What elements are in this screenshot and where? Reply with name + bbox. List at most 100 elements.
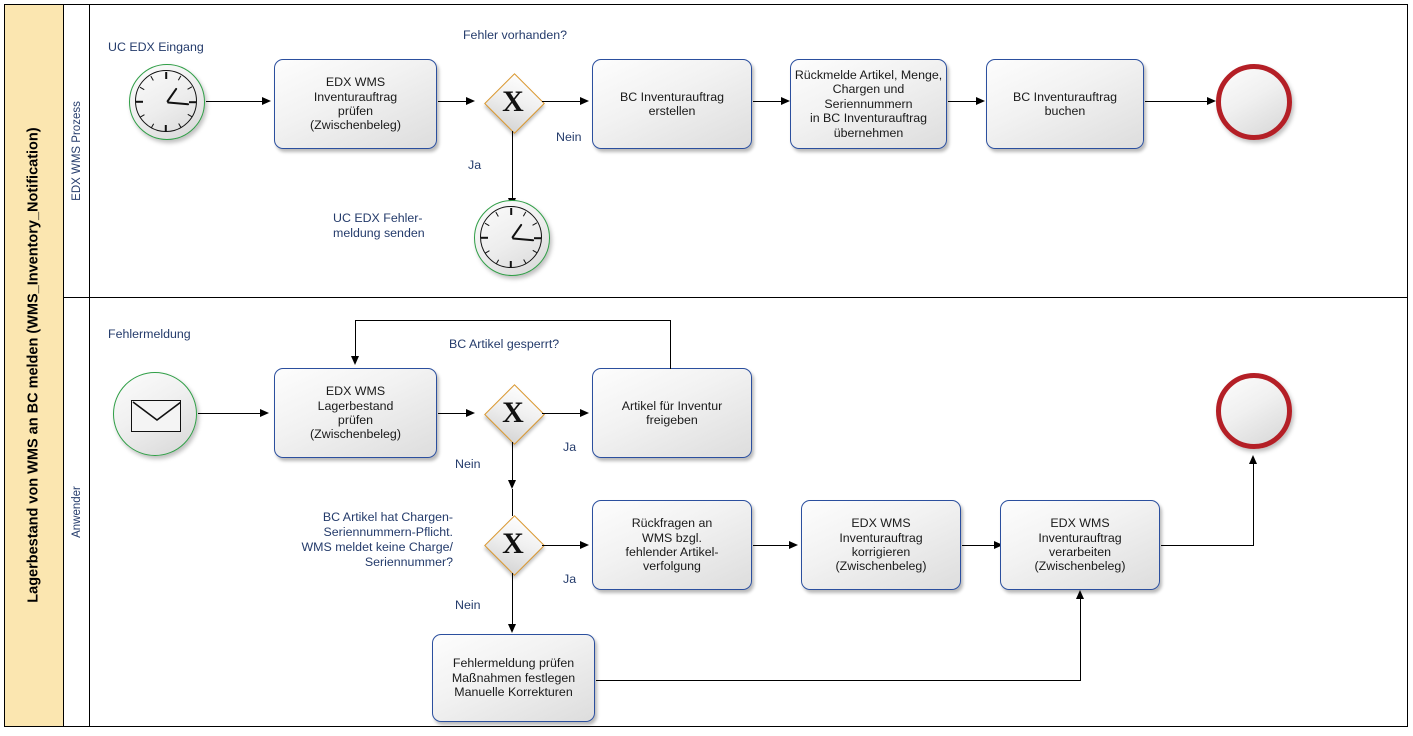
loop-manual-right: [596, 680, 1081, 682]
task-edx-wms-inventurauftrag-verarbeiten[interactable]: EDX WMS Inventurauftrag verarbeiten (Zwi…: [1000, 500, 1160, 590]
clock-tick: [495, 211, 500, 217]
task-edx-wms-lagerbestand-pruefen[interactable]: EDX WMS Lagerbestand prüfen (Zwischenbel…: [274, 368, 437, 458]
clock-tick: [532, 222, 538, 227]
task-rueckmelde-uebernehmen[interactable]: Rückmelde Artikel, Menge, Chargen und Se…: [790, 59, 947, 149]
clock-tick: [177, 75, 182, 81]
lane-divider: [64, 297, 1407, 298]
gateway-label-chargen-seriennummern: BC Artikel hat Chargen- Seriennummern-Pf…: [301, 510, 453, 569]
clock-minute-hand: [511, 237, 535, 241]
clock-tick: [165, 72, 167, 79]
flow-gateway2-no: [512, 573, 514, 631]
clock-tick: [484, 249, 490, 254]
clock-tick: [522, 211, 527, 217]
clock-tick: [510, 261, 512, 268]
task-label: EDX WMS Inventurauftrag prüfen (Zwischen…: [310, 75, 401, 133]
flow-arrow: [994, 541, 1003, 549]
pool-title: Lagerbestand von WMS an BC melden (WMS_I…: [25, 127, 42, 604]
flow-verarbeiten-up: [1253, 462, 1255, 546]
lane-label-anwender: Anwender: [70, 485, 83, 538]
task-bc-inventurauftrag-buchen[interactable]: BC Inventurauftrag buchen: [986, 59, 1144, 149]
gateway-label-bc-artikel-gesperrt: BC Artikel gesperrt?: [449, 337, 560, 351]
flow-arrow: [781, 97, 790, 105]
flow-gateway1-no: [512, 442, 514, 487]
flow-arrow: [580, 409, 589, 417]
exclusive-gateway-x-icon: X: [502, 527, 524, 560]
flow-gateway2-yes: [542, 545, 582, 547]
clock-tick: [165, 125, 167, 132]
gateway-chargen-seriennummern-pflicht[interactable]: X: [483, 514, 545, 576]
loop-freigeben-left: [355, 320, 671, 322]
intermediate-event-uc-edx-fehlermeldung-senden[interactable]: [474, 200, 550, 276]
clock-tick: [187, 113, 193, 118]
clock-tick: [484, 222, 490, 227]
flow-fehlermeldung-to-lagerbestand: [198, 413, 262, 415]
flow-arrow: [1076, 590, 1084, 599]
start-event-fehlermeldung[interactable]: [113, 372, 197, 456]
lane-header-anwender: Anwender: [64, 297, 90, 726]
intermediate-event-label-uc-edx-fehlermeldung-senden: UC EDX Fehler- meldung senden: [333, 211, 425, 240]
task-rueckfragen-an-wms[interactable]: Rückfragen an WMS bzgl. fehlender Artike…: [592, 500, 752, 590]
task-label: Rückmelde Artikel, Menge, Chargen und Se…: [794, 68, 943, 140]
end-event-lane1[interactable]: [1216, 64, 1292, 140]
task-edx-wms-inventurauftrag-korrigieren[interactable]: EDX WMS Inventurauftrag korrigieren (Zwi…: [801, 500, 961, 590]
clock-tick: [150, 75, 155, 81]
flow-gateway1-yes: [542, 413, 582, 415]
flow-label-nein: Nein: [556, 130, 582, 144]
task-label: Fehlermeldung prüfen Maßnahmen festlegen…: [451, 656, 576, 700]
gateway-label-fehler-vorhanden: Fehler vorhanden?: [462, 28, 567, 42]
flow-arrow: [1249, 455, 1257, 464]
task-label: EDX WMS Lagerbestand prüfen (Zwischenbel…: [310, 384, 401, 442]
flow-label-ja: Ja: [468, 158, 482, 172]
flow-label-ja-gateway2: Ja: [563, 572, 577, 586]
flow-arrow: [262, 97, 271, 105]
flow-arrow: [508, 624, 516, 633]
loop-freigeben-down: [355, 320, 357, 360]
task-bc-inventurauftrag-erstellen[interactable]: BC Inventurauftrag erstellen: [592, 59, 752, 149]
gateway-bc-artikel-gesperrt[interactable]: X: [483, 383, 545, 445]
flow-check-to-gateway: [438, 101, 470, 103]
flow-arrow: [580, 97, 589, 105]
clock-tick: [177, 123, 182, 129]
flow-uebernehmen-to-buchen: [948, 101, 980, 103]
flow-arrow: [466, 409, 475, 417]
task-label: EDX WMS Inventurauftrag verarbeiten (Zwi…: [1034, 516, 1126, 574]
start-event-uc-edx-eingang[interactable]: [129, 64, 205, 140]
flow-label-nein-gateway2: Nein: [455, 598, 481, 612]
start-event-label-uc-edx-eingang: UC EDX Eingang: [108, 40, 204, 54]
lane-label-edx-wms-prozess: EDX WMS Prozess: [70, 101, 83, 201]
clock-tick: [495, 259, 500, 265]
timer-clock-icon: [480, 206, 542, 268]
task-label: EDX WMS Inventurauftrag korrigieren (Zwi…: [835, 516, 927, 574]
flow-start-to-check: [206, 101, 264, 103]
flow-korrigieren-to-verarbeiten: [962, 545, 998, 547]
end-event-lane2[interactable]: [1216, 373, 1292, 449]
flow-rueckfragen-to-korrigieren: [753, 545, 793, 547]
flow-gateway-yes: [512, 131, 514, 206]
flow-to-gateway2: [512, 489, 514, 516]
flow-arrow: [260, 409, 269, 417]
loop-manual-up: [1080, 598, 1082, 681]
flow-lagerbestand-to-gateway1: [438, 413, 470, 415]
task-artikel-fuer-inventur-freigeben[interactable]: Artikel für Inventur freigeben: [592, 368, 752, 458]
gateway-fehler-vorhanden[interactable]: X: [483, 72, 545, 134]
start-event-label-fehlermeldung: Fehlermeldung: [108, 327, 191, 341]
flow-verarbeiten-right: [1161, 545, 1254, 547]
task-label: BC Inventurauftrag buchen: [1012, 89, 1117, 118]
clock-tick: [189, 101, 196, 103]
flow-gateway-no: [542, 101, 582, 103]
flow-arrow: [580, 541, 589, 549]
clock-tick: [510, 208, 512, 215]
flow-label-nein-gateway1: Nein: [455, 457, 481, 471]
clock-tick: [532, 249, 538, 254]
flow-arrow: [789, 541, 798, 549]
task-label: Artikel für Inventur freigeben: [621, 398, 723, 427]
task-fehlermeldung-pruefen-manuelle-korrekturen[interactable]: Fehlermeldung prüfen Maßnahmen festlegen…: [432, 634, 595, 722]
flow-erstellen-to-uebernehmen: [753, 101, 785, 103]
clock-tick: [139, 86, 145, 91]
clock-tick: [139, 113, 145, 118]
lane-header-edx-wms-prozess: EDX WMS Prozess: [64, 5, 90, 297]
flow-arrow: [976, 97, 985, 105]
clock-tick: [150, 123, 155, 129]
task-edx-wms-inventurauftrag-pruefen[interactable]: EDX WMS Inventurauftrag prüfen (Zwischen…: [274, 59, 437, 149]
message-envelope-icon: [131, 400, 181, 432]
